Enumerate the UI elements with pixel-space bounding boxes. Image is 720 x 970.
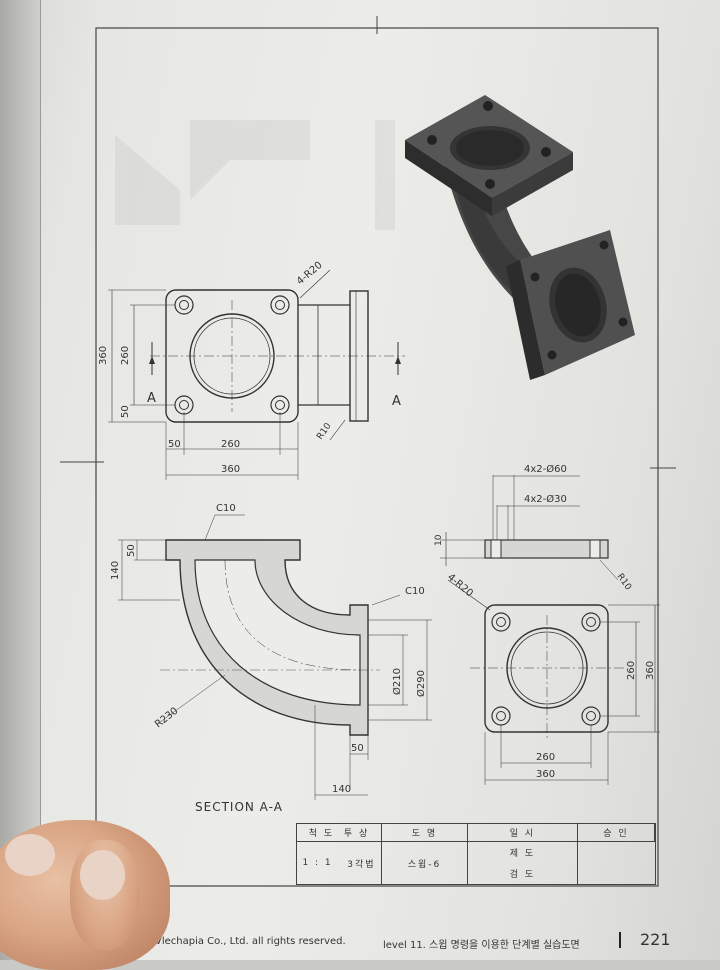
tb-scale-value: 1 : 1 — [302, 858, 333, 868]
tb-approval-label: 승 인 — [578, 824, 655, 842]
tb-approval-cell — [578, 842, 655, 884]
dim-260-left: 260 — [120, 346, 131, 365]
tb-drawing-name-value: 스윕-6 — [382, 842, 468, 884]
dim-4-r20-top: 4-R20 — [295, 260, 325, 287]
front-view — [108, 269, 405, 480]
isometric-render — [405, 95, 635, 380]
page-footer: Vlechapia Co., Ltd. all rights reserved.… — [155, 930, 675, 954]
section-view — [118, 514, 432, 800]
dim-360-rb: 360 — [536, 769, 555, 780]
section-a-left: A — [147, 391, 156, 406]
footer-divider — [619, 932, 621, 948]
finger-nail — [80, 850, 125, 900]
dim-50-flange: 50 — [351, 743, 364, 754]
chapter-title: level 11. 스윕 명령을 이용한 단계별 실습도면 — [383, 940, 580, 951]
dim-50-side: 50 — [126, 544, 137, 557]
tb-checked-label: 검 도 — [509, 870, 536, 880]
tb-projection-label: 투 상 — [343, 829, 370, 839]
copyright-text: Vlechapia Co., Ltd. all rights reserved. — [155, 936, 346, 947]
dim-4-r20-right: 4-R20 — [445, 572, 475, 599]
tb-scale-label: 척 도 — [308, 829, 335, 839]
hand-finger — [70, 840, 140, 950]
dim-c10-right: C10 — [405, 586, 425, 597]
top-view — [440, 475, 660, 785]
page-number: 221 — [640, 930, 671, 949]
section-title: SECTION A-A — [195, 800, 283, 814]
dim-260-right: 260 — [626, 661, 637, 680]
tb-projection-value: 3각법 — [347, 859, 376, 870]
section-a-right: A — [392, 394, 401, 409]
thumb-nail — [5, 834, 55, 876]
previous-page-edge — [0, 0, 41, 960]
dim-260-rb: 260 — [536, 752, 555, 763]
dim-140-side: 140 — [110, 561, 121, 580]
dim-c10-left: C10 — [216, 503, 236, 514]
tb-scale-projection-values: 1 : 1 3각법 — [297, 842, 382, 884]
dim-4x2-30: 4x2-Ø30 — [524, 493, 567, 505]
dim-dia290: Ø290 — [415, 670, 427, 697]
section-arrow-right — [395, 356, 401, 364]
tb-signoff: 제 도 검 도 — [468, 842, 578, 884]
dim-r230: R230 — [153, 706, 180, 731]
dim-360-right: 360 — [645, 661, 656, 680]
tb-scale-projection-header: 척 도 투 상 — [297, 824, 382, 842]
tb-drawing-name-label: 도 명 — [382, 824, 468, 842]
watermark-logo — [115, 120, 395, 230]
dim-r10-right: R10 — [615, 572, 634, 592]
dim-dia210: Ø210 — [391, 668, 403, 695]
dim-50-left: 50 — [120, 405, 131, 418]
section-arrow-left — [149, 356, 155, 364]
dim-260-bottom: 260 — [221, 439, 240, 450]
dim-10: 10 — [434, 534, 444, 546]
dim-4x2-60: 4x2-Ø60 — [524, 463, 567, 475]
tb-drafted-label: 제 도 — [509, 849, 536, 859]
title-block: 척 도 투 상 도 명 일 시 승 인 1 : 1 3각법 스윕-6 제 도 검… — [296, 823, 656, 885]
tb-date-label: 일 시 — [468, 824, 578, 842]
dim-360-left: 360 — [98, 346, 109, 365]
dim-50-bottom: 50 — [168, 439, 181, 450]
dim-360-bottom: 360 — [221, 464, 240, 475]
dim-140-base: 140 — [332, 784, 351, 795]
